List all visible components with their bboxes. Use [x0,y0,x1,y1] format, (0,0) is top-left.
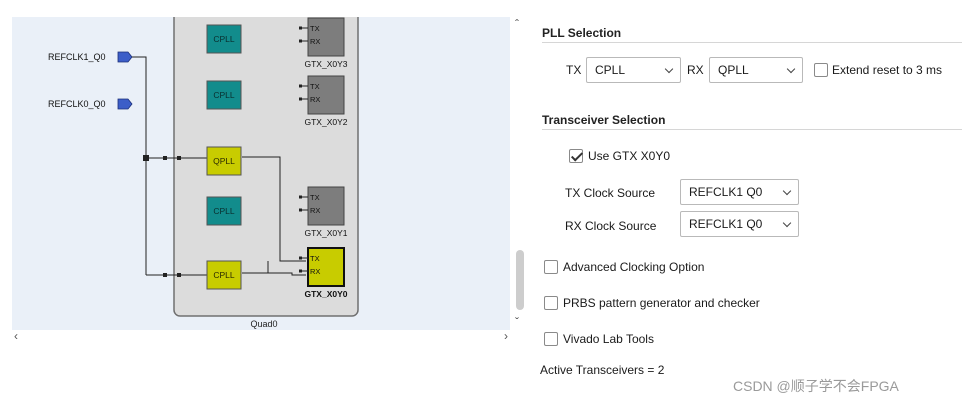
transceiver-selection-title: Transceiver Selection [542,113,666,127]
gtx-tx-port: TX [310,193,320,202]
scroll-down-icon[interactable]: ˇ [515,315,519,329]
gtx-rx-port: RX [310,95,320,104]
gtx-block-label: GTX_X0Y0 [305,289,348,299]
prbs-label: PRBS pattern generator and checker [563,296,760,310]
rx-clock-source-value: REFCLK1 Q0 [689,217,763,231]
watermark-text: CSDN @顺子学不会FPGA [733,378,899,394]
vivado-lab-tools-label: Vivado Lab Tools [563,332,654,346]
gtx-block-3[interactable]: TX RX GTX_X0Y0 [299,247,348,299]
gtx-block-label: GTX_X0Y2 [305,117,348,127]
pll-selection-title: PLL Selection [542,26,622,40]
gtx-tx-port: TX [310,82,320,91]
refclk0-port-icon[interactable] [117,98,133,110]
gtx-tx-port: TX [310,24,320,33]
extend-reset-label: Extend reset to 3 ms [832,63,943,77]
refclk1-label: REFCLK1_Q0 [48,52,106,62]
advanced-clocking-label: Advanced Clocking Option [563,260,705,274]
tx-clock-source-select[interactable]: REFCLK1 Q0 [680,179,799,205]
pll-block-label: CPLL [213,270,235,280]
chevron-down-icon [782,186,792,196]
extend-reset-checkbox[interactable] [814,63,828,77]
active-transceivers-status: Active Transceivers = 2 [540,363,665,377]
pll-block-label: CPLL [213,34,235,44]
horizontal-scrollbar[interactable]: ‹ › [12,329,512,344]
use-gtx-checkbox[interactable] [569,149,583,163]
gtx-tx-port: TX [310,254,320,263]
vertical-scrollbar[interactable]: ˆ ˇ [512,17,528,330]
pll-block-1[interactable]: CPLL [206,80,242,110]
tx-pll-label: TX [566,63,582,77]
scroll-up-icon[interactable]: ˆ [515,17,519,31]
scroll-left-icon[interactable]: ‹ [14,329,18,343]
chevron-down-icon [664,64,674,74]
pll-layer: CPLL CPLL QPLL CPLL CPLL [206,24,242,290]
diagram-svg: Quad0 REFCLK1_Q0 REFCLK0_Q0 CPLL CPLL QPLL… [48,17,359,329]
gtx-layer: TXRXGTX_X0Y3TXRXGTX_X0Y2TXRXGTX_X0Y1TXRX… [299,17,348,299]
quad-label: Quad0 [250,319,277,329]
gtx-block-0[interactable]: TX RX GTX_X0Y3 [299,17,348,69]
gtx-block-2[interactable]: TX RX GTX_X0Y1 [299,186,348,238]
pll-block-label: CPLL [213,206,235,216]
gtx-rx-port: RX [310,206,320,215]
pll-selection-divider [542,42,962,43]
pll-block-0[interactable]: CPLL [206,24,242,54]
use-gtx-label: Use GTX X0Y0 [588,149,671,163]
rx-clock-source-label: RX Clock Source [565,219,657,233]
block-diagram-canvas[interactable]: Quad0 REFCLK1_Q0 REFCLK0_Q0 CPLL CPLL QPLL… [12,17,510,330]
tx-clock-source-value: REFCLK1 Q0 [689,185,763,199]
rx-pll-select[interactable]: QPLL [709,57,803,83]
pll-block-4[interactable]: CPLL [206,260,242,290]
pll-block-3[interactable]: CPLL [206,196,242,226]
gtx-rx-port: RX [310,37,320,46]
transceiver-selection-divider [542,129,962,130]
prbs-checkbox[interactable] [544,296,558,310]
gtx-block-label: GTX_X0Y3 [305,59,348,69]
vivado-lab-tools-checkbox[interactable] [544,332,558,346]
refclk1-port-icon[interactable] [117,51,133,63]
refclk0-label: REFCLK0_Q0 [48,99,106,109]
gtx-block-1[interactable]: TX RX GTX_X0Y2 [299,75,348,127]
rx-clock-source-select[interactable]: REFCLK1 Q0 [680,211,799,237]
wire-junctions [143,155,181,277]
rx-pll-label: RX [687,63,704,77]
gtx-rx-port: RX [310,267,320,276]
pll-block-2[interactable]: QPLL [206,146,242,176]
tx-pll-value: CPLL [595,63,626,77]
tx-clock-source-label: TX Clock Source [565,186,656,200]
scroll-right-icon[interactable]: › [504,329,508,343]
advanced-clocking-checkbox[interactable] [544,260,558,274]
pll-block-label: QPLL [213,156,235,166]
rx-pll-value: QPLL [718,63,749,77]
chevron-down-icon [786,64,796,74]
chevron-down-icon [782,218,792,228]
vertical-scroll-thumb[interactable] [516,250,524,310]
pll-block-label: CPLL [213,90,235,100]
tx-pll-select[interactable]: CPLL [586,57,681,83]
gtx-block-label: GTX_X0Y1 [305,228,348,238]
